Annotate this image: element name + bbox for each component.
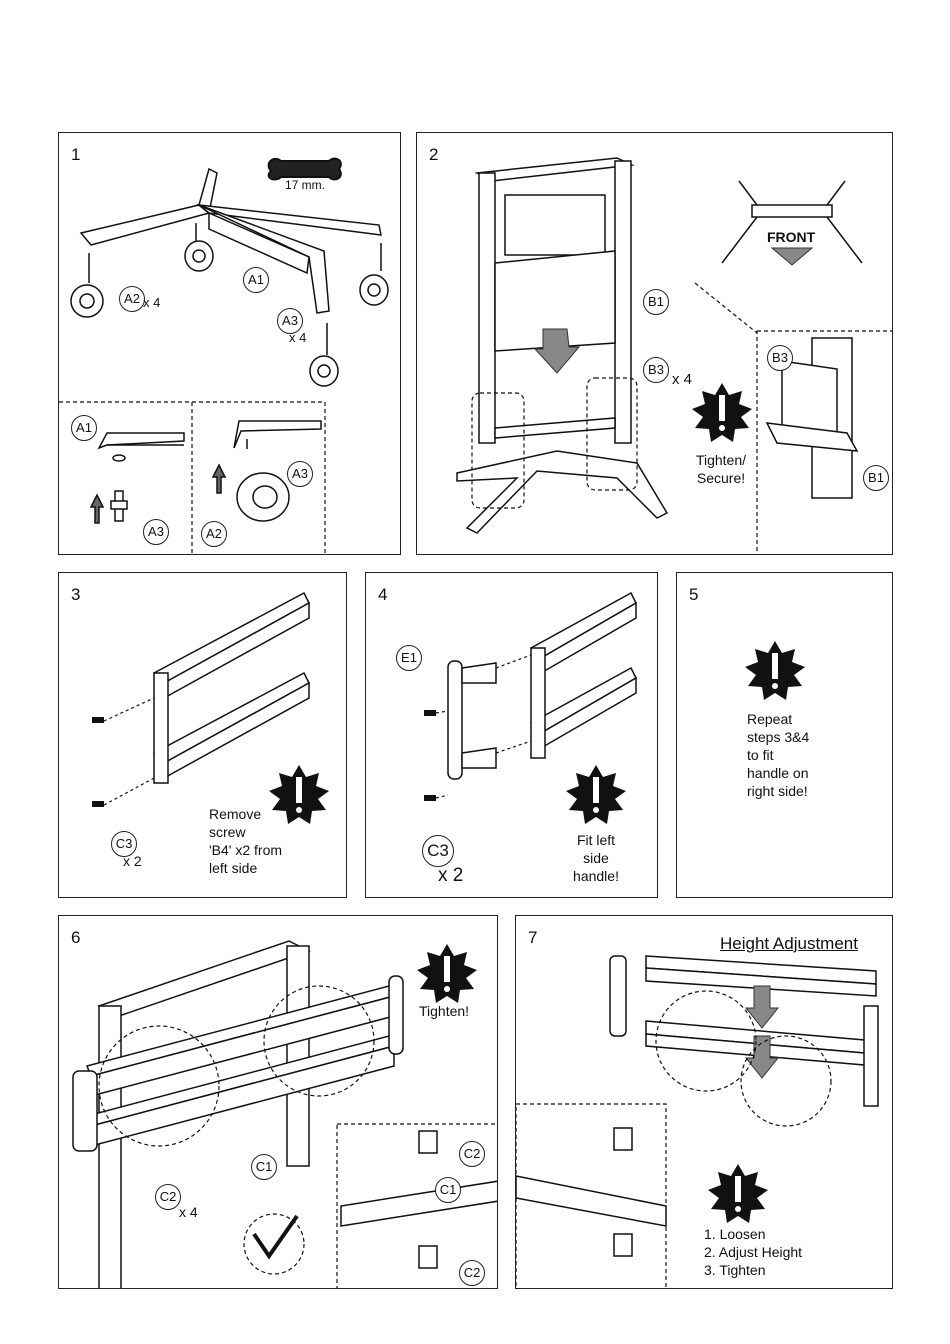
callout-b3: B3 bbox=[643, 357, 669, 383]
callout-c2-detail-top: C2 bbox=[459, 1141, 485, 1167]
callout-c2-detail-bottom: C2 bbox=[459, 1260, 485, 1286]
step-6-panel: 6 Tighten bbox=[58, 915, 498, 1289]
callout-a3-detail-right: A3 bbox=[287, 461, 313, 487]
adjustment-steps: 1. Loosen 2. Adjust Height 3. Tighten bbox=[704, 1225, 802, 1279]
remove-screw-note: Remove screw 'B4' x2 from left side bbox=[209, 805, 282, 877]
qty-b3: x 4 bbox=[672, 371, 692, 388]
callout-c1-detail: C1 bbox=[435, 1177, 461, 1203]
tighten-bracket-illustration bbox=[59, 916, 498, 1289]
fit-handle-note: Fit left side handle! bbox=[556, 831, 636, 885]
base-assembly-illustration bbox=[59, 133, 401, 555]
repeat-steps-note: Repeat steps 3&4 to fit handle on right … bbox=[747, 710, 809, 800]
callout-c1: C1 bbox=[251, 1154, 277, 1180]
wrench-size-label: 17 mm. bbox=[285, 177, 325, 194]
adjustment-step-2: 2. Adjust Height bbox=[704, 1243, 802, 1261]
adjustment-step-1: 1. Loosen bbox=[704, 1225, 802, 1243]
tighten-note: Tighten! bbox=[419, 1002, 469, 1020]
callout-a1-detail: A1 bbox=[71, 415, 97, 441]
qty-c3: x 2 bbox=[123, 853, 142, 869]
step-4-panel: 4 E1 C3 x 2 Fit left side bbox=[365, 572, 658, 898]
warning-starburst-icon bbox=[708, 1164, 768, 1223]
callout-b3-detail: B3 bbox=[767, 345, 793, 371]
callout-c2: C2 bbox=[155, 1184, 181, 1210]
front-label: FRONT bbox=[767, 229, 815, 246]
frame-assembly-illustration bbox=[417, 133, 893, 555]
callout-a3-detail: A3 bbox=[143, 519, 169, 545]
qty-c3: x 2 bbox=[438, 865, 463, 887]
qty-c2: x 4 bbox=[179, 1204, 198, 1220]
warning-starburst-icon bbox=[417, 944, 477, 1003]
callout-a2-detail: A2 bbox=[201, 521, 227, 547]
hex-key-icon bbox=[244, 1214, 304, 1274]
warning-starburst-icon bbox=[692, 383, 752, 442]
qty-a2: x 4 bbox=[143, 295, 160, 310]
step-7-panel: 7 Height Adjustment 1. Loosen 2. bbox=[515, 915, 893, 1289]
callout-c3: C3 bbox=[422, 835, 454, 867]
callout-a2: A2 bbox=[119, 286, 145, 312]
warning-starburst-icon bbox=[745, 641, 805, 700]
callout-b1-detail: B1 bbox=[863, 465, 889, 491]
step-5-panel: 5 Repeat steps 3&4 to fit handle on righ… bbox=[676, 572, 893, 898]
callout-b1: B1 bbox=[643, 289, 669, 315]
warning-starburst-icon bbox=[566, 765, 626, 824]
callout-a1: A1 bbox=[243, 267, 269, 293]
step-3-panel: 3 C3 x 2 Remove screw 'B4' x2 from left … bbox=[58, 572, 347, 898]
tighten-secure-note: Tighten/ Secure! bbox=[685, 451, 757, 487]
step-2-panel: 2 bbox=[416, 132, 893, 555]
qty-a3: x 4 bbox=[289, 330, 306, 345]
handle-removal-illustration bbox=[59, 573, 347, 898]
step-1-panel: 1 bbox=[58, 132, 401, 555]
adjustment-step-3: 3. Tighten bbox=[704, 1261, 802, 1279]
callout-e1: E1 bbox=[396, 645, 422, 671]
